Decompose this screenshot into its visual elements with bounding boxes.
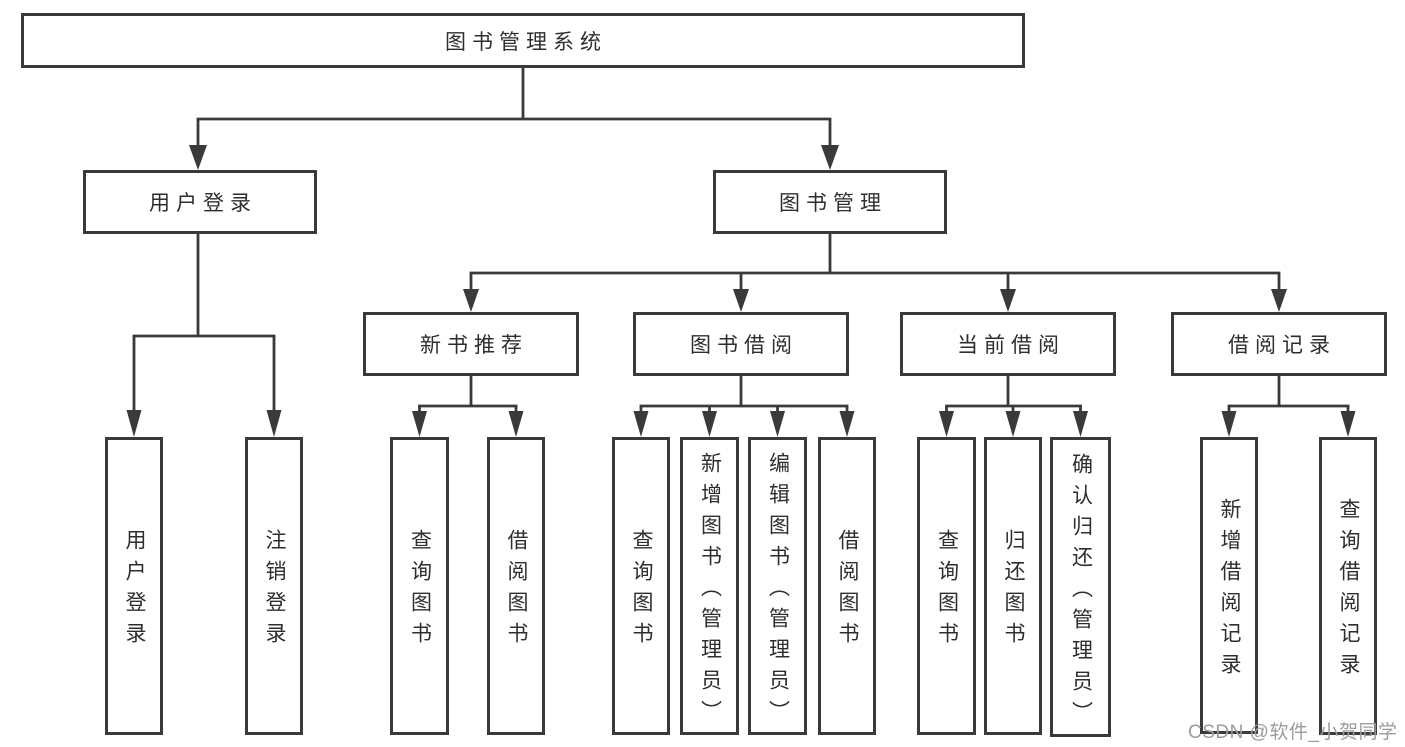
node-root: 图书管理系统 — [21, 13, 1025, 68]
node-new-book-recommend: 新书推荐 — [363, 312, 579, 376]
node-leaf-query-books-1: 查询图书 — [390, 437, 449, 735]
node-leaf-borrow-books-2: 借阅图书 — [818, 437, 876, 735]
node-leaf-query-borrow-record: 查询借阅记录 — [1319, 437, 1377, 735]
arrowheads — [126, 145, 1356, 437]
node-leaf-logout: 注销登录 — [245, 437, 303, 735]
node-leaf-return-book: 归还图书 — [984, 437, 1042, 735]
node-book-management-group: 图书管理 — [713, 170, 947, 234]
node-leaf-user-login: 用户登录 — [105, 437, 163, 735]
node-current-borrowing: 当前借阅 — [900, 312, 1116, 376]
node-user-login-group: 用户登录 — [83, 170, 317, 234]
node-leaf-add-book-admin: 新增图书（管理员） — [680, 437, 739, 735]
node-leaf-edit-book-admin: 编辑图书（管理员） — [748, 437, 807, 735]
node-leaf-borrow-books-1: 借阅图书 — [487, 437, 545, 735]
watermark: CSDN @软件_小贺同学 — [1188, 722, 1398, 743]
node-book-borrowing: 图书借阅 — [633, 312, 849, 376]
node-leaf-confirm-return-admin: 确认归还（管理员） — [1050, 437, 1111, 737]
node-leaf-query-books-3: 查询图书 — [917, 437, 976, 735]
node-leaf-add-borrow-record: 新增借阅记录 — [1200, 437, 1258, 734]
node-leaf-query-books-2: 查询图书 — [612, 437, 670, 735]
node-borrowing-records: 借阅记录 — [1171, 312, 1387, 376]
